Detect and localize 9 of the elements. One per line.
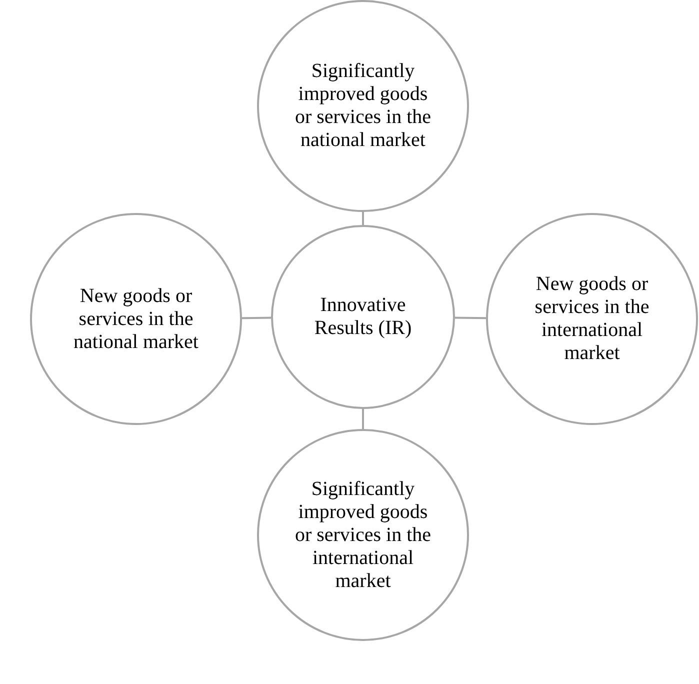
connector-line bbox=[362, 409, 364, 429]
node-text: New goods or services in the international market bbox=[534, 273, 650, 365]
node-text: New goods or services in the national market bbox=[72, 284, 200, 354]
connector-line bbox=[362, 212, 364, 225]
connector-line bbox=[242, 316, 272, 320]
node-text: Innovative Results (IR) bbox=[313, 294, 413, 340]
connector-line bbox=[454, 316, 486, 320]
node-text: Significantly improved goods or services in the international market bbox=[294, 478, 432, 592]
node-text: Significantly improved goods or services in the national market bbox=[294, 60, 432, 152]
